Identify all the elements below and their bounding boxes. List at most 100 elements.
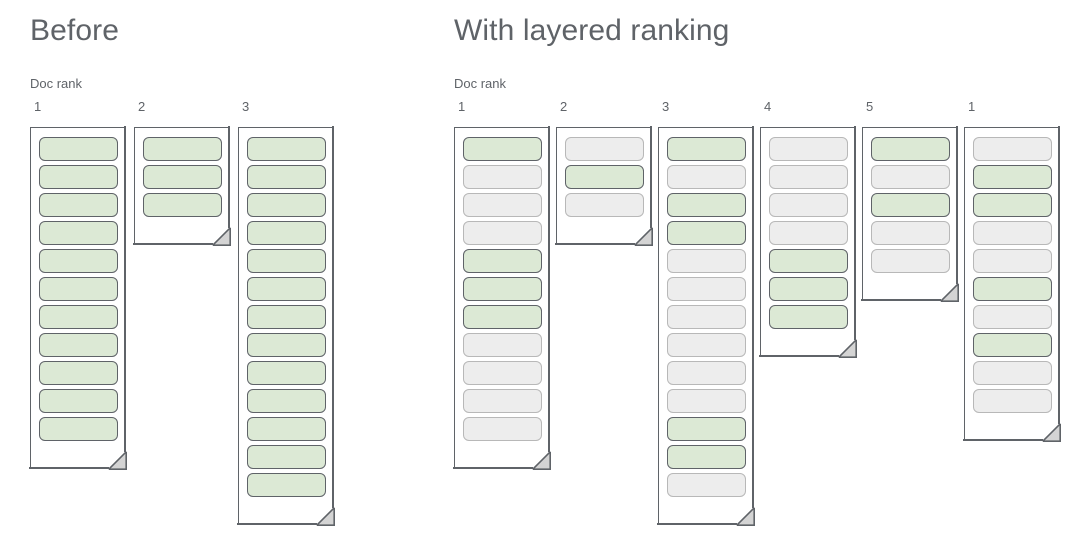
passage-chip-relevant[interactable] <box>247 361 326 385</box>
passage-chip-neutral[interactable] <box>973 249 1052 273</box>
passage-chip-relevant[interactable] <box>39 249 118 273</box>
passage-chip-relevant[interactable] <box>973 333 1052 357</box>
passage-chip-relevant[interactable] <box>871 193 950 217</box>
passage-chip-relevant[interactable] <box>143 137 222 161</box>
page-fold-corner-icon <box>736 507 755 526</box>
passage-chip-relevant[interactable] <box>143 165 222 189</box>
passage-chip-neutral[interactable] <box>667 473 746 497</box>
doc-rank-label: 3 <box>662 99 670 114</box>
passage-chip-neutral[interactable] <box>463 333 542 357</box>
doc-rank-label: 1 <box>458 99 466 114</box>
passage-chip-relevant[interactable] <box>247 277 326 301</box>
passage-chip-relevant[interactable] <box>247 221 326 245</box>
passage-chip-relevant[interactable] <box>667 137 746 161</box>
passage-chip-relevant[interactable] <box>973 193 1052 217</box>
passage-chip-relevant[interactable] <box>973 277 1052 301</box>
passage-chip-relevant[interactable] <box>463 249 542 273</box>
passage-chip-neutral[interactable] <box>463 165 542 189</box>
passage-chip-relevant[interactable] <box>247 445 326 469</box>
doc-rank-label: 1 <box>34 99 42 114</box>
passage-chip-neutral[interactable] <box>463 221 542 245</box>
passage-chip-relevant[interactable] <box>667 221 746 245</box>
passage-chip-relevant[interactable] <box>667 417 746 441</box>
passage-chip-relevant[interactable] <box>769 277 848 301</box>
passage-chip-neutral[interactable] <box>769 221 848 245</box>
passage-chip-relevant[interactable] <box>39 333 118 357</box>
passage-chip-relevant[interactable] <box>247 417 326 441</box>
document-sheet[interactable] <box>237 126 335 526</box>
passage-chip-neutral[interactable] <box>973 361 1052 385</box>
document-sheet[interactable] <box>861 126 959 302</box>
passage-chip-neutral[interactable] <box>667 389 746 413</box>
passage-chip-relevant[interactable] <box>39 305 118 329</box>
passage-chip-neutral[interactable] <box>565 193 644 217</box>
passage-chip-neutral[interactable] <box>973 389 1052 413</box>
passage-chip-relevant[interactable] <box>463 277 542 301</box>
document-sheet[interactable] <box>555 126 653 246</box>
document-sheet[interactable] <box>657 126 755 526</box>
passage-chip-neutral[interactable] <box>769 137 848 161</box>
passage-chip-relevant[interactable] <box>247 305 326 329</box>
passage-chip-neutral[interactable] <box>667 305 746 329</box>
document-sheet[interactable] <box>29 126 127 470</box>
passage-chip-relevant[interactable] <box>247 333 326 357</box>
passage-chip-relevant[interactable] <box>247 249 326 273</box>
passage-chip-neutral[interactable] <box>667 165 746 189</box>
document-column: 1 <box>963 99 1061 442</box>
passage-chip-relevant[interactable] <box>39 417 118 441</box>
passage-chip-neutral[interactable] <box>463 361 542 385</box>
document-column: 1 <box>29 99 127 470</box>
page-fold-corner-icon <box>634 227 653 246</box>
passage-chip-relevant[interactable] <box>39 221 118 245</box>
passage-chip-relevant[interactable] <box>565 165 644 189</box>
passage-chip-relevant[interactable] <box>39 361 118 385</box>
passage-chip-neutral[interactable] <box>565 137 644 161</box>
passage-chip-relevant[interactable] <box>247 389 326 413</box>
passage-chip-neutral[interactable] <box>871 221 950 245</box>
passage-chip-relevant[interactable] <box>247 193 326 217</box>
passage-chip-relevant[interactable] <box>143 193 222 217</box>
passage-chip-neutral[interactable] <box>973 305 1052 329</box>
passage-chip-relevant[interactable] <box>769 249 848 273</box>
passage-chip-relevant[interactable] <box>247 137 326 161</box>
passage-chip-relevant[interactable] <box>39 277 118 301</box>
passage-chip-neutral[interactable] <box>667 277 746 301</box>
passage-chip-relevant[interactable] <box>667 193 746 217</box>
doc-rank-label: 1 <box>968 99 976 114</box>
panel-title: With layered ranking <box>454 14 730 47</box>
page-fold-corner-icon <box>838 339 857 358</box>
passage-chip-relevant[interactable] <box>39 137 118 161</box>
passage-chip-neutral[interactable] <box>871 249 950 273</box>
passage-chip-relevant[interactable] <box>463 305 542 329</box>
passage-chip-neutral[interactable] <box>463 417 542 441</box>
passage-chip-relevant[interactable] <box>463 137 542 161</box>
passage-chip-neutral[interactable] <box>769 165 848 189</box>
passage-chip-relevant[interactable] <box>39 389 118 413</box>
page-fold-corner-icon <box>1042 423 1061 442</box>
passage-chip-relevant[interactable] <box>247 473 326 497</box>
passage-chip-relevant[interactable] <box>871 137 950 161</box>
passage-chip-neutral[interactable] <box>463 193 542 217</box>
passage-chip-neutral[interactable] <box>871 165 950 189</box>
document-column: 4 <box>759 100 857 358</box>
page-fold-corner-icon <box>316 507 335 526</box>
passage-chip-neutral[interactable] <box>667 333 746 357</box>
passage-chip-neutral[interactable] <box>769 193 848 217</box>
passage-chip-relevant[interactable] <box>39 165 118 189</box>
document-sheet[interactable] <box>453 126 551 470</box>
document-sheet[interactable] <box>759 126 857 358</box>
passage-chip-relevant[interactable] <box>39 193 118 217</box>
passage-chip-neutral[interactable] <box>973 221 1052 245</box>
passage-chip-neutral[interactable] <box>463 389 542 413</box>
document-sheet[interactable] <box>133 126 231 246</box>
page-fold-corner-icon <box>940 283 959 302</box>
passage-chip-neutral[interactable] <box>667 249 746 273</box>
document-sheet[interactable] <box>963 126 1061 442</box>
passage-chip-neutral[interactable] <box>973 137 1052 161</box>
passage-chip-neutral[interactable] <box>667 361 746 385</box>
passage-chip-relevant[interactable] <box>769 305 848 329</box>
passage-chip-relevant[interactable] <box>667 445 746 469</box>
passage-chip-relevant[interactable] <box>247 165 326 189</box>
passage-chip-relevant[interactable] <box>973 165 1052 189</box>
